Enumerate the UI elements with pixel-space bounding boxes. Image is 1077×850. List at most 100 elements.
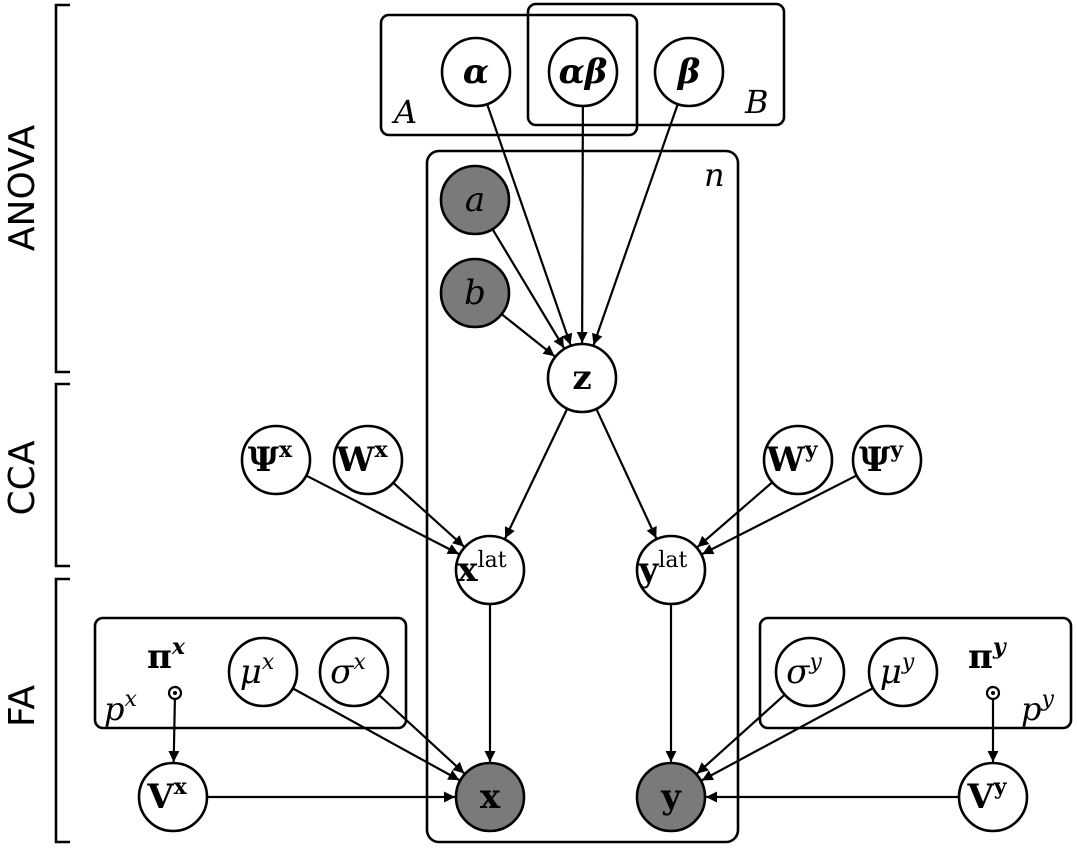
node-w-x: Wx [332,424,404,496]
node-circle [440,36,512,108]
node-label: Vx [146,774,187,817]
edge-mu-x-to-x [292,687,460,782]
node-label: μy [880,650,915,692]
node-circle [653,36,725,108]
edge-sigma-y-to-y [696,693,786,775]
plate-label-b: B [744,83,769,121]
edge-alpha-to-z [486,103,573,346]
node-alpha: α [440,36,512,108]
node-circle [332,424,404,496]
edge-sigma-x-to-x [378,694,465,775]
node-label: α [463,52,489,92]
section-label-fa: FA [2,685,43,727]
section-fa: FA [2,577,70,844]
section-anova: ANOVA [2,3,70,374]
node-circle [439,164,511,236]
fixed-node-label: πx [147,634,186,677]
edge-psi-y-to-y-lat [701,474,858,556]
node-circle [546,342,618,414]
edge-z-to-x-lat [504,408,569,539]
node-label: b [464,273,486,313]
node-label: y [660,777,682,817]
node-circle [957,761,1029,833]
edge-mu-y-to-y [701,687,874,782]
node-beta: β [653,36,725,108]
section-bracket [54,382,70,568]
plate-a: A [379,13,639,137]
node-b: b [439,257,511,329]
node-circle [240,424,312,496]
node-label: σx [330,650,366,692]
node-label: μx [240,650,275,692]
plate-label-py: py [1021,687,1054,728]
node-circle [439,257,511,329]
node-circle [635,761,707,833]
edge-beta-to-z [591,103,679,346]
plate-px: px [93,616,408,730]
node-circle [227,636,299,708]
plate-py: py [758,616,1073,730]
edge-a-to-z [491,228,565,349]
fixed-node-dot [991,691,995,695]
node-label: σy [786,650,822,692]
section-bracket [54,577,70,844]
node-pi-y: πy [968,634,1008,701]
edge-z-to-y-lat [595,408,658,539]
node-a: a [439,164,511,236]
edge-alphabeta-to-z [576,105,588,344]
section-label-anova: ANOVA [2,125,43,252]
plate-label-n: n [704,156,725,194]
node-label: Ψy [859,437,904,480]
node-psi-x: Ψx [240,424,312,496]
node-circle [762,424,834,496]
node-label: a [465,180,485,220]
node-x: x [454,761,526,833]
node-circle [137,761,209,833]
node-label: Wy [766,437,819,480]
edge-b-to-z [500,313,556,358]
plate-label-a: A [391,93,417,131]
node-label: x [480,777,501,817]
node-v-x: Vx [137,761,209,833]
node-label: Vy [966,774,1007,817]
node-psi-y: Ψy [851,424,923,496]
node-pi-x: πx [147,634,186,701]
edge-psi-x-to-x-lat [305,474,460,555]
node-circle [318,636,390,708]
node-label: xlat [457,548,506,590]
node-y: y [635,761,707,833]
edge-w-y-to-y-lat [696,481,774,548]
fixed-node-label: πy [968,634,1008,677]
node-circle [635,534,707,606]
node-mu-y: μy [867,636,939,708]
node-label: Ψx [248,437,293,480]
node-x-lat: xlat [454,534,526,606]
plate-b: B [526,2,786,127]
edge-w-x-to-x-lat [392,481,465,548]
node-mu-x: μx [227,636,299,708]
node-label: Wx [335,437,388,480]
node-alphabeta: αβ [547,36,619,108]
node-sigma-x: σx [318,636,390,708]
section-cca: CCA [2,382,70,568]
node-circle [454,761,526,833]
fixed-node-dot [173,691,177,695]
plate-label-px: px [104,687,137,728]
node-v-y: Vy [957,761,1029,833]
node-z: z [546,342,618,414]
node-label: β [676,52,701,92]
node-label: αβ [559,52,608,92]
node-w-y: Wy [762,424,834,496]
edge-pi-x-to-v-x [168,698,180,763]
node-label: ylat [638,548,688,590]
node-sigma-y: σy [774,636,846,708]
node-circle [851,424,923,496]
edges-layer [168,103,999,803]
node-y-lat: ylat [635,534,707,606]
node-circle [774,636,846,708]
node-circle [867,636,939,708]
node-label: z [572,358,591,398]
node-circle [547,36,619,108]
